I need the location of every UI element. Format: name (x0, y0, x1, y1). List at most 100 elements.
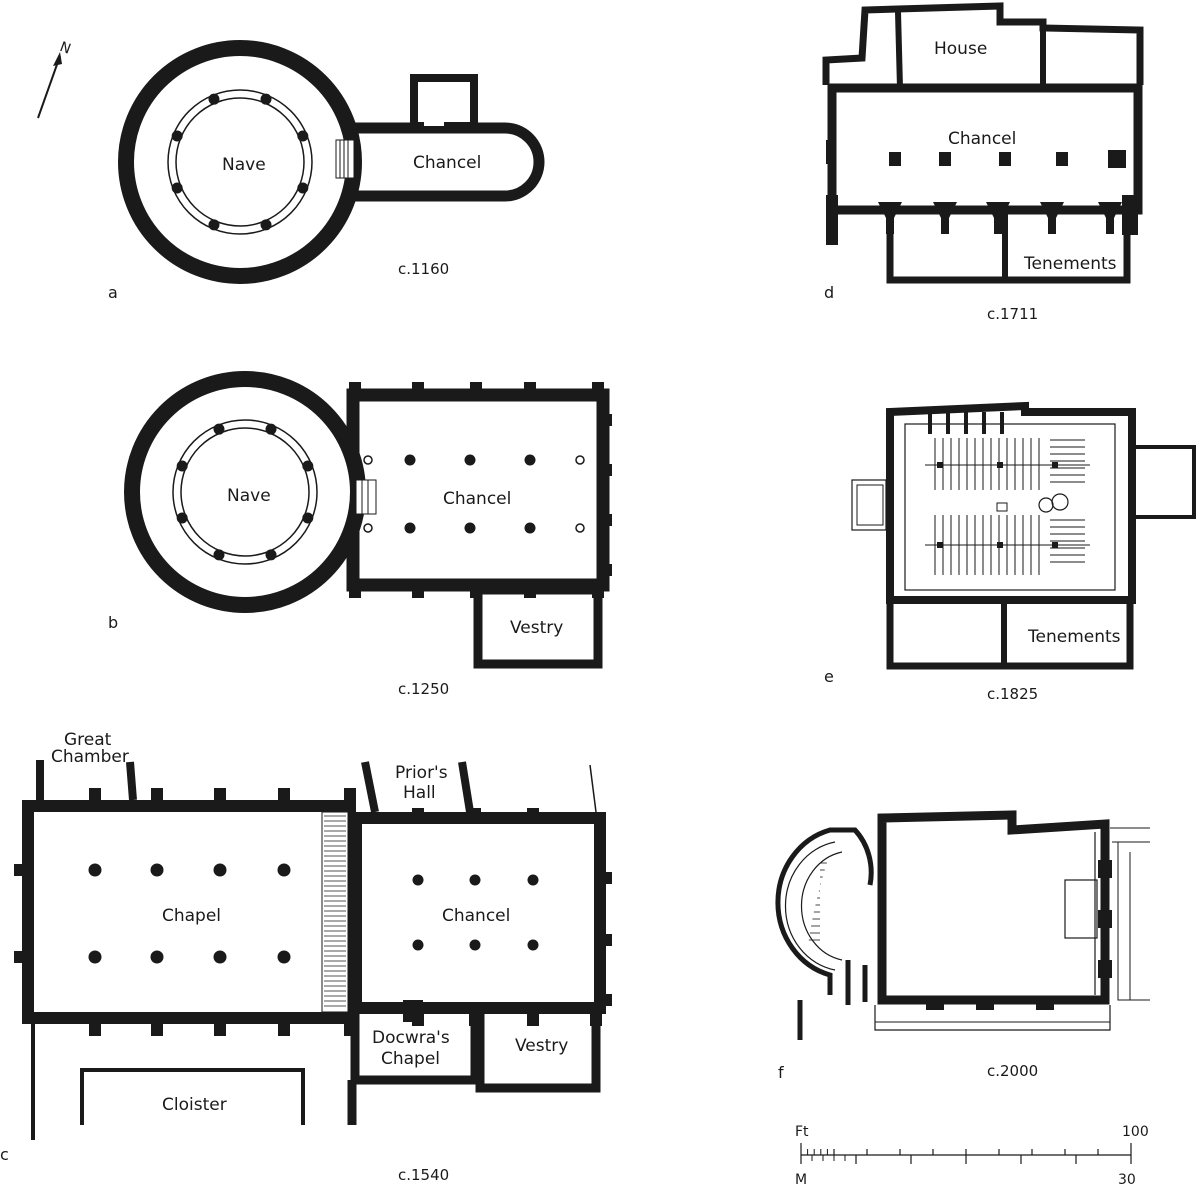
pier (1098, 860, 1112, 878)
buttress (412, 584, 424, 598)
plan-d-chancel-label: Chancel (948, 129, 1016, 149)
buttress (933, 202, 957, 234)
buttress (527, 1014, 539, 1026)
column (260, 219, 272, 231)
plan-c-steps (321, 811, 349, 1013)
plan-e-panel-letter: e (824, 667, 834, 686)
column (575, 455, 585, 465)
plan-c-vestry-label: Vestry (515, 1036, 568, 1056)
column (469, 939, 481, 951)
plan-f: c.2000 f (775, 810, 1150, 1082)
plan-d-panel-letter: d (824, 283, 834, 302)
scale-bar: Ft 100 M 30 (795, 1124, 1149, 1186)
column (265, 423, 277, 435)
plan-e-porch (851, 479, 887, 531)
column (176, 460, 188, 472)
buttress (600, 514, 612, 526)
plan-d: House Chancel Tenements c.1711 d (822, 2, 1144, 323)
buttress (344, 788, 356, 802)
column (88, 863, 102, 877)
buttress (600, 464, 612, 476)
column (527, 939, 539, 951)
pier (964, 412, 968, 434)
plan-c-date: c.1540 (398, 1166, 449, 1184)
plan-b-nave-columns (176, 423, 314, 561)
pier (889, 152, 901, 166)
plan-c-docwra-label-2: Chapel (381, 1049, 440, 1069)
column (277, 950, 291, 964)
buttress (349, 382, 361, 396)
column (302, 460, 314, 472)
buttress (600, 994, 612, 1006)
pier (1098, 910, 1112, 928)
column (260, 93, 272, 105)
plan-f-altar (1064, 879, 1098, 939)
plan-a-columns (171, 93, 309, 231)
plan-c-panel-letter: c (0, 1145, 9, 1164)
plan-c-cloister-label: Cloister (162, 1095, 227, 1115)
pier (1098, 960, 1112, 978)
pier (1036, 996, 1054, 1010)
column (527, 874, 539, 886)
plan-c-great-chamber-label-2: Chamber (51, 747, 129, 767)
plan-c-docwra-label-1: Docwra's (372, 1028, 450, 1048)
buttress (214, 1022, 226, 1036)
buttress (14, 951, 28, 963)
column (171, 130, 183, 142)
column (213, 950, 227, 964)
column (412, 939, 424, 951)
column (265, 549, 277, 561)
column (277, 863, 291, 877)
column (404, 522, 416, 534)
buttress (412, 382, 424, 396)
plan-b-vestry-wall (473, 585, 603, 669)
pier (826, 140, 836, 164)
plan-c-priors-hall-label-2: Hall (403, 783, 436, 803)
buttress (151, 1022, 163, 1036)
scale-ft-ticks (800, 1143, 1132, 1155)
scale-ft-max: 100 (1122, 1124, 1149, 1140)
plan-f-round-vestibule (775, 827, 874, 995)
plan-e-pews (925, 412, 1090, 575)
plan-b-date: c.1250 (398, 680, 449, 698)
column (213, 549, 225, 561)
column (297, 130, 309, 142)
buttress (592, 382, 604, 396)
plan-c-step-lines (324, 815, 346, 1007)
buttress (527, 808, 539, 820)
plan-c-columns (88, 863, 539, 1022)
pier (1056, 152, 1068, 166)
plan-c: Great Chamber Prior's Hall Chapel Chance… (0, 730, 612, 1184)
plan-b-panel-letter: b (108, 613, 118, 632)
plan-e-tenements-wall (886, 604, 1134, 670)
plan-d-house-label: House (934, 39, 987, 59)
plan-a-panel-letter: a (108, 283, 118, 302)
pier (1108, 150, 1126, 168)
column (208, 93, 220, 105)
buttress (470, 382, 482, 396)
buttress (278, 1022, 290, 1036)
plan-f-panel-letter: f (778, 1063, 784, 1082)
buttress (1098, 202, 1122, 234)
column (412, 874, 424, 886)
plan-b-chancel-columns (363, 454, 585, 534)
north-label: N (58, 39, 73, 58)
column (363, 523, 373, 533)
north-arrow-icon (37, 52, 62, 119)
buttress (826, 195, 838, 245)
column (302, 512, 314, 524)
plan-a-nave-label: Nave (222, 155, 266, 175)
plan-e-inner-frame (904, 423, 1116, 591)
buttress (89, 788, 101, 802)
plan-c-chancel-label: Chancel (442, 906, 510, 926)
pier (999, 152, 1011, 166)
plan-f-south-aisle (874, 1005, 1111, 1031)
column (150, 950, 164, 964)
plan-c-cloister-wall (80, 1068, 305, 1125)
column (464, 454, 476, 466)
scale-m-ticks (800, 1155, 1132, 1164)
column (297, 182, 309, 194)
plan-f-stair-lines (808, 862, 827, 941)
plan-b-chancel-label: Chancel (443, 489, 511, 509)
plan-e-annex (1130, 445, 1196, 519)
